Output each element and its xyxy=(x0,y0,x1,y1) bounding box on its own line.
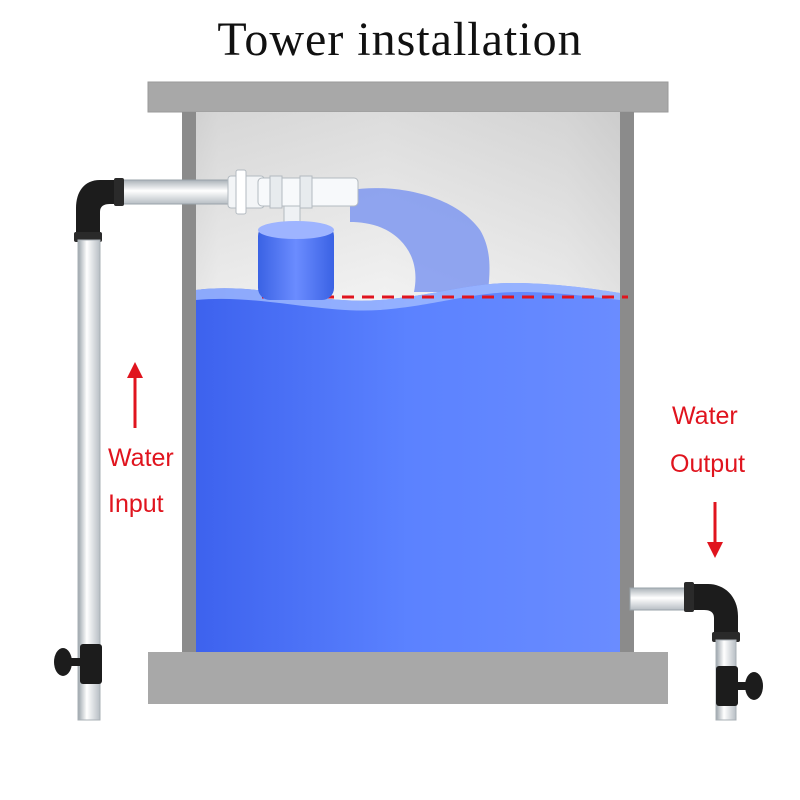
water-input-label-line2: Input xyxy=(108,490,164,518)
diagram-title: Tower installation xyxy=(217,13,583,66)
water-output-label-line2: Output xyxy=(670,450,746,478)
inlet-elbow xyxy=(76,180,118,240)
float-valve-icon xyxy=(227,169,359,300)
water-body xyxy=(196,282,620,652)
valve-handle-icon xyxy=(716,666,763,706)
up-arrow-icon xyxy=(127,362,143,428)
inlet-pipe-horizontal xyxy=(117,179,239,205)
tank-left-rail xyxy=(182,112,196,652)
float-ball xyxy=(258,224,334,300)
water-input-label-line1: Water xyxy=(108,444,174,472)
tank-bottom-slab xyxy=(148,652,668,704)
inlet-pipe-vertical xyxy=(77,239,101,721)
outlet-pipe-horizontal xyxy=(629,587,693,611)
valve-handle-icon xyxy=(54,644,102,684)
water-output-label-line1: Water xyxy=(672,402,738,430)
tank-right-rail xyxy=(620,112,634,652)
down-arrow-icon xyxy=(707,502,723,558)
outlet-elbow xyxy=(688,584,738,640)
water-stream xyxy=(350,188,490,292)
water-surface xyxy=(196,282,620,311)
tank-top-slab xyxy=(147,81,669,113)
